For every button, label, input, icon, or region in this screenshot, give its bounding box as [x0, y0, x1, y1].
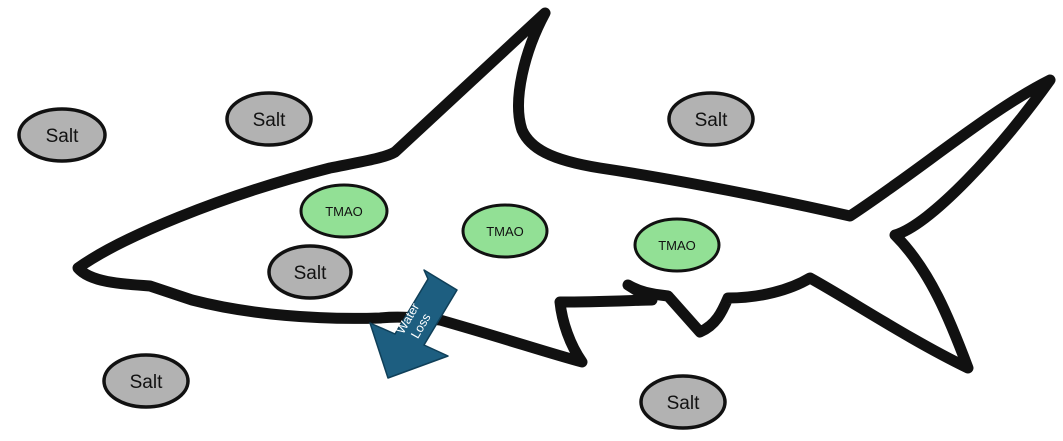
salt-label: Salt [46, 126, 79, 147]
salt-particle: Salt [102, 353, 190, 409]
tmao-label: TMAO [325, 204, 363, 219]
tmao-label: TMAO [486, 224, 524, 239]
salt-label: Salt [667, 393, 700, 414]
salt-particle: Salt [225, 91, 313, 147]
salt-label: Salt [130, 372, 163, 393]
tmao-molecule: TMAO [633, 217, 721, 273]
salt-particle-inside: Salt [267, 244, 353, 300]
salt-label: Salt [695, 110, 728, 131]
salt-particle: Salt [17, 107, 107, 163]
salt-label: Salt [253, 110, 286, 131]
salt-particle: Salt [639, 374, 727, 430]
shark-outline [72, 7, 1056, 374]
salt-label: Salt [294, 263, 327, 284]
tmao-label: TMAO [658, 238, 696, 253]
tmao-molecule: TMAO [299, 183, 389, 239]
salt-particle: Salt [667, 91, 755, 147]
tmao-molecule: TMAO [461, 203, 549, 259]
